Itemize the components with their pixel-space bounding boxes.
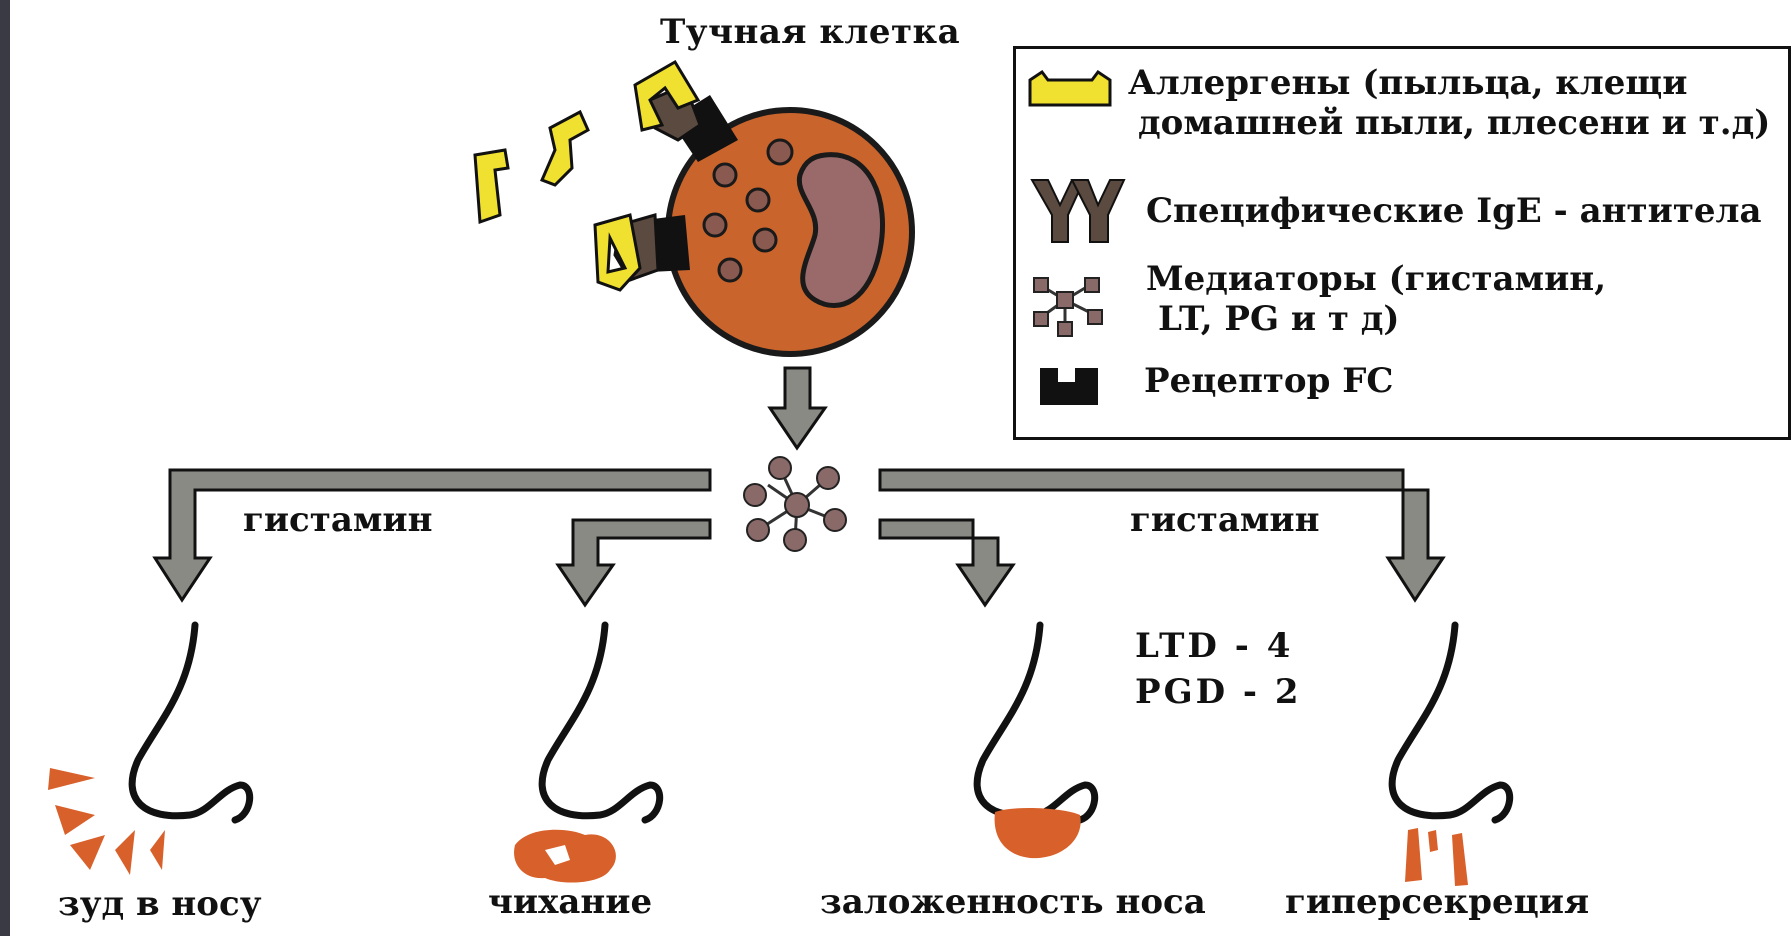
legend-allergens-text: Аллергены (пыльца, клещи домашней пыли, … — [1128, 63, 1770, 143]
cell-down-arrow — [770, 368, 825, 448]
legend-mediators-line-2: LT, PG и т д) — [1158, 299, 1606, 339]
congestion-mark — [995, 808, 1081, 858]
mast-cell-title: Тучная клетка — [660, 12, 960, 52]
branch-label-right: гистамин — [1130, 500, 1320, 540]
legend-mediators-line-1: Медиаторы (гистамин, — [1146, 259, 1606, 299]
legend-mediators-text: Медиаторы (гистамин, LT, PG и т д) — [1146, 259, 1606, 339]
branch-label-left: гистамин — [243, 500, 433, 540]
nose-1 — [132, 625, 250, 820]
itch-marks — [48, 768, 165, 875]
hypersecretion-drops — [1405, 828, 1468, 886]
sneeze-mark — [514, 830, 616, 883]
legend-receptor-text: Рецептор FC — [1144, 361, 1393, 401]
diagram-canvas: Тучная клетка Аллергены (пыльца, клещи д… — [10, 0, 1791, 936]
legend-box: Аллергены (пыльца, клещи домашней пыли, … — [1013, 46, 1791, 440]
nose-3 — [977, 625, 1095, 820]
mediator-cluster — [744, 457, 846, 551]
pgd-label: PGD - 2 — [1135, 672, 1302, 712]
nose-2 — [542, 625, 660, 820]
legend-allergens-line-2: домашней пыли, плесени и т.д) — [1138, 103, 1770, 143]
legend-allergens-line-1: Аллергены (пыльца, клещи — [1128, 63, 1770, 103]
symptom-label-sneeze: чихание — [488, 882, 652, 922]
symptom-label-itch: зуд в носу — [58, 884, 261, 924]
legend-ige-text: Специфические IgE - антитела — [1146, 191, 1762, 231]
ltd-label: LTD - 4 — [1135, 626, 1293, 666]
symptom-label-hypersecretion: гиперсекреция — [1285, 882, 1589, 922]
symptom-label-congestion: заложенность носа — [820, 882, 1206, 922]
nose-4 — [1392, 625, 1510, 820]
